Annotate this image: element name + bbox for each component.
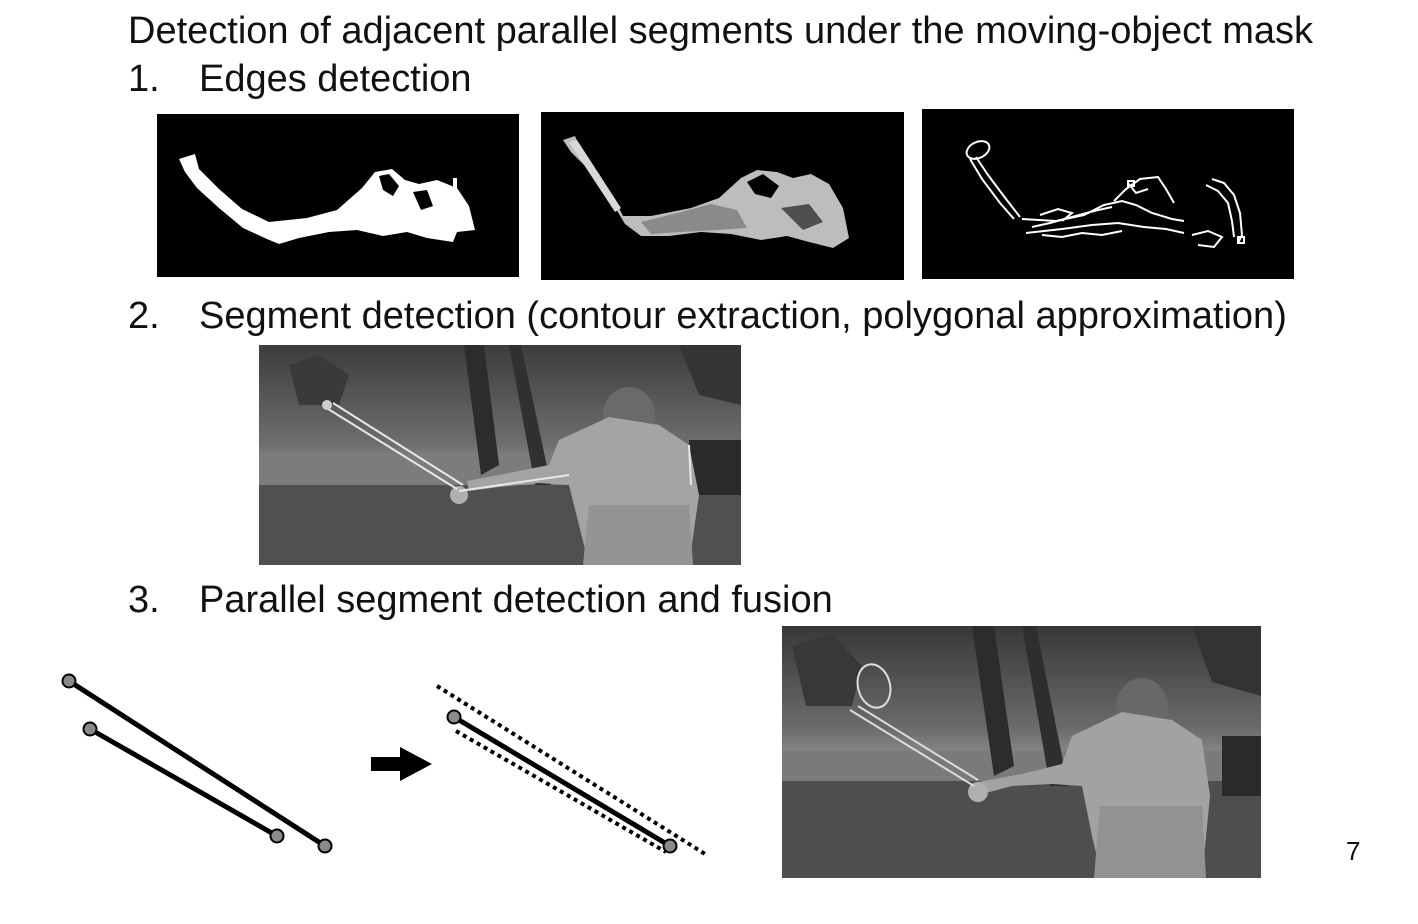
step-1-heading: 1. Edges detection [128, 56, 472, 102]
segment-endpoint [269, 828, 285, 844]
segments-overlay-photo [259, 345, 741, 565]
step-3-number: 3. [128, 579, 160, 621]
fused-segment [452, 714, 672, 849]
segment-endpoint [662, 838, 678, 854]
segment-endpoint [61, 673, 77, 689]
fusion-boundary-inner [455, 729, 667, 854]
step-3-heading: 3. Parallel segment detection and fusion [128, 577, 833, 623]
right-arrow-icon [371, 747, 432, 781]
edge-map-image [922, 109, 1294, 279]
segment-endpoint [317, 838, 333, 854]
step-3-label: Parallel segment detection and fusion [199, 579, 833, 621]
step-1-number: 1. [128, 58, 160, 100]
segment-long [67, 678, 327, 849]
slide-title: Detection of adjacent parallel segments … [128, 10, 1313, 52]
fusion-boundary-outer [435, 684, 707, 856]
step-2-heading: 2. Segment detection (contour extraction,… [128, 293, 1287, 339]
segment-endpoint [446, 709, 462, 725]
masked-grayscale-image [541, 112, 904, 280]
step-2-number: 2. [128, 295, 160, 337]
step-2-label: Segment detection (contour extraction, p… [199, 295, 1287, 337]
step-1-label: Edges detection [199, 58, 472, 100]
page-number: 7 [1346, 836, 1361, 866]
fused-segment-diagram [435, 684, 707, 856]
segment-short [88, 726, 279, 839]
two-segments-diagram [61, 673, 333, 854]
binary-mask-image [157, 114, 519, 277]
segment-endpoint [82, 721, 98, 737]
fused-result-photo [782, 626, 1261, 878]
